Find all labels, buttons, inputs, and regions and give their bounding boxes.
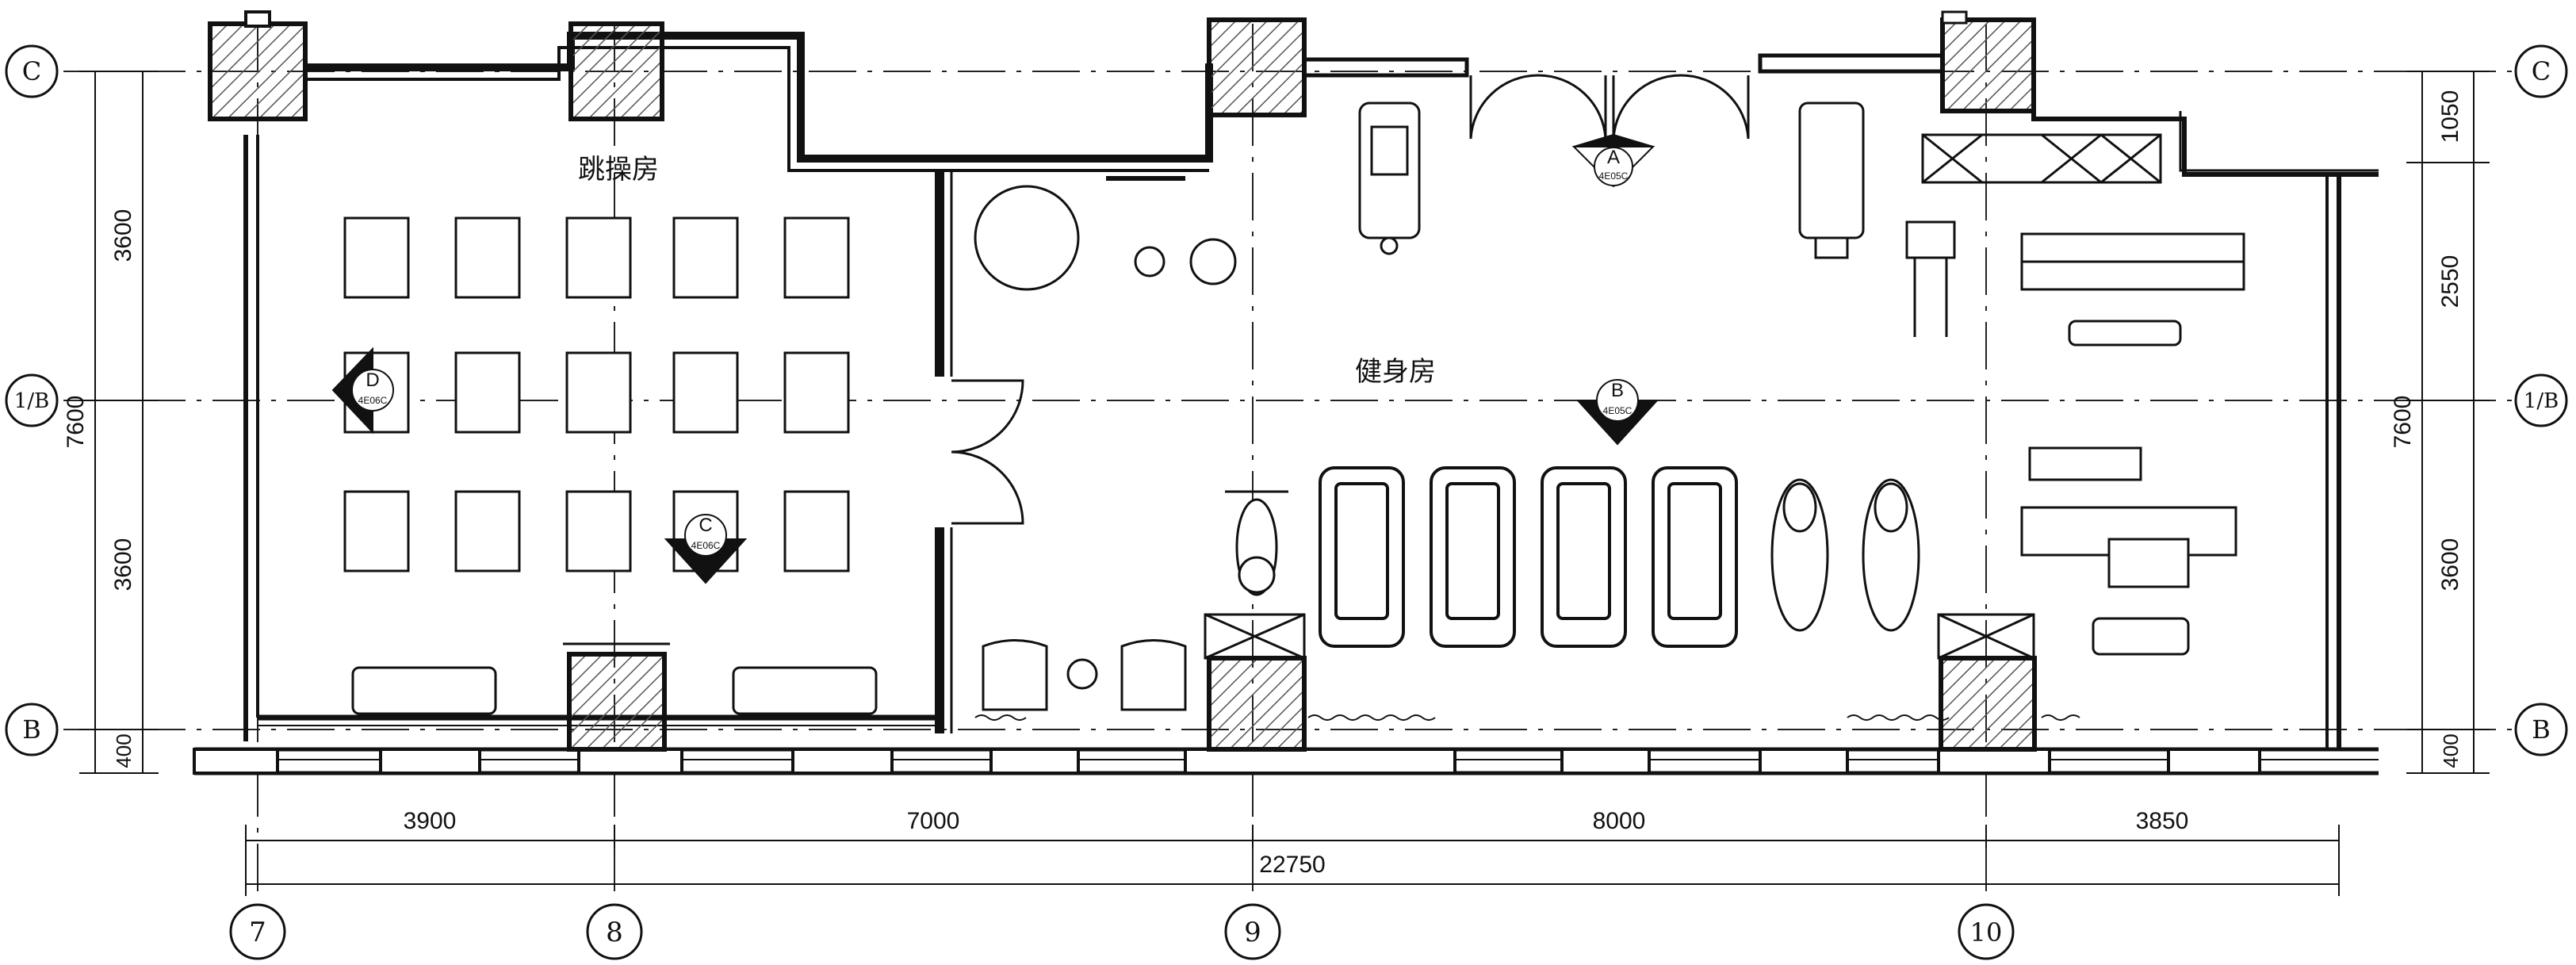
doors <box>951 74 1750 525</box>
marker-letter-b: B <box>1611 380 1624 401</box>
weight-machines <box>1358 101 2245 656</box>
column-axis-bubbles <box>229 903 2015 960</box>
dim-bottom-1: 3900 <box>404 808 457 834</box>
row-axis-bubbles-left <box>5 44 59 756</box>
decorative-wave-strips <box>974 714 2080 721</box>
benches <box>351 666 878 715</box>
dimension-lines <box>79 71 2490 896</box>
row-axis-bubbles-right <box>2514 44 2568 756</box>
elliptical-trainers <box>1770 478 1920 632</box>
axis-left-c: C <box>22 56 41 86</box>
marker-letter-c: C <box>699 515 712 536</box>
axis-col-9: 9 <box>1244 917 1261 948</box>
storage-cabinets <box>1204 133 2162 660</box>
elevation-marker-a: A 4E05C <box>1571 133 1655 188</box>
dim-bottom-3: 8000 <box>1593 808 1646 834</box>
room-label-gym: 健身房 <box>1355 356 1436 388</box>
axis-col-10: 10 <box>1970 917 2003 948</box>
dim-left-1: 3600 <box>110 209 136 262</box>
axis-right-1b: 1/B <box>2524 389 2559 413</box>
elevation-marker-c: C 4E06C <box>664 514 748 584</box>
elevation-marker-d: D 4E06C <box>331 347 394 435</box>
marker-ref-b: 4E05C <box>1603 405 1632 416</box>
axis-right-b: B <box>2532 714 2551 745</box>
dim-bottom-2: 7000 <box>907 808 960 834</box>
room-label-aerobics: 跳操房 <box>578 154 659 186</box>
marker-letter-d: D <box>366 370 379 391</box>
treadmills <box>1319 466 1738 648</box>
axis-right-c: C <box>2532 56 2551 86</box>
dim-bottom-total: 22750 <box>1259 852 1325 878</box>
marker-letter-a: A <box>1607 147 1620 168</box>
dim-left-2: 3600 <box>110 538 136 592</box>
axis-left-1b: 1/B <box>14 389 49 413</box>
dim-bottom-4: 3850 <box>2136 808 2189 834</box>
axis-col-7: 7 <box>249 917 266 948</box>
marker-ref-d: 4E06C <box>358 395 388 406</box>
dim-left-3: 400 <box>112 733 136 768</box>
exercise-bike <box>1225 490 1288 596</box>
dim-right-4: 400 <box>2439 733 2463 768</box>
marker-ref-a: 4E05C <box>1599 170 1629 182</box>
dim-left-total: 7600 <box>63 396 89 449</box>
windows <box>193 748 2261 775</box>
dim-right-1: 1050 <box>2437 90 2463 144</box>
axis-col-8: 8 <box>606 917 623 948</box>
dim-right-2: 2550 <box>2437 255 2463 308</box>
elevation-marker-b: B 4E05C <box>1575 379 1659 446</box>
structural-columns <box>208 10 2037 752</box>
axis-left-b: B <box>22 714 41 745</box>
dim-right-3: 3600 <box>2437 538 2463 592</box>
floor-mats <box>343 216 850 572</box>
marker-ref-c: 4E06C <box>691 540 721 551</box>
balls-and-seats <box>974 176 1237 711</box>
dim-right-total: 7600 <box>2390 396 2416 449</box>
